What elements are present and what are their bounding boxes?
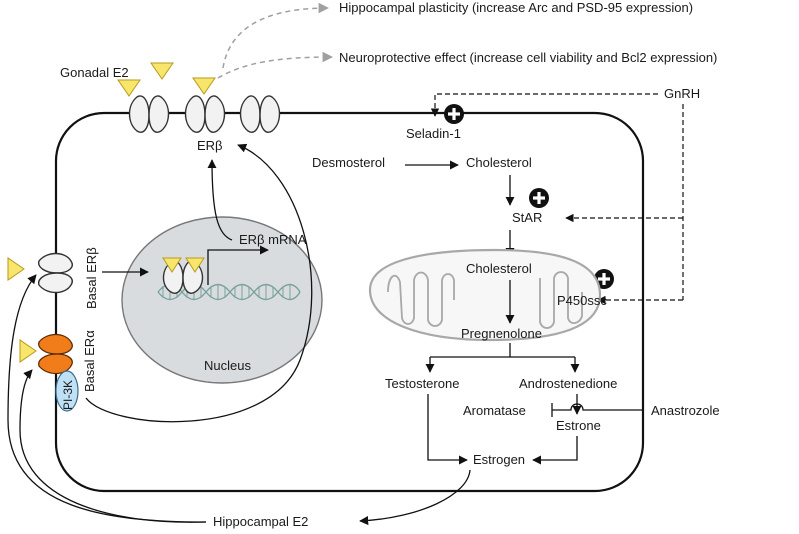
estrone-to-estrogen-arrow bbox=[532, 436, 578, 465]
hippocampal-e2-to-basal-eralpha-arrow bbox=[19, 369, 207, 523]
ligand-basal-eralpha bbox=[19, 339, 37, 363]
estrogen-label: Estrogen bbox=[473, 452, 525, 467]
desmosterol-label: Desmosterol bbox=[312, 155, 385, 170]
estrone-label: Estrone bbox=[556, 418, 601, 433]
nucleus-label: Nucleus bbox=[204, 358, 251, 373]
ligand-gonadal-1 bbox=[150, 62, 174, 80]
basal-eralpha-label: Basal ERα bbox=[82, 330, 97, 392]
pregnenolone-branch bbox=[430, 343, 575, 358]
ligand-nuclear-2 bbox=[185, 257, 205, 273]
transcription-arrow bbox=[207, 245, 269, 285]
plus-icon-seladin bbox=[444, 104, 464, 124]
pi3k-label: PI-3K bbox=[61, 380, 75, 410]
basal-erbeta-label: Basal ERβ bbox=[84, 247, 99, 309]
gnrh-label: GnRH bbox=[664, 86, 700, 101]
cholesterol-mito-label: Cholesterol bbox=[466, 261, 532, 276]
testosterone-to-estrogen-arrow bbox=[427, 394, 468, 465]
basal-eralpha-receptor bbox=[38, 333, 73, 375]
er-beta-label: ERβ bbox=[197, 138, 223, 153]
aromatase-label: Aromatase bbox=[463, 403, 526, 418]
membrane-receptor-pair-1 bbox=[128, 95, 170, 133]
neuroprotective-label: Neuroprotective effect (increase cell vi… bbox=[339, 50, 717, 65]
anastrozole-label: Anastrozole bbox=[651, 403, 720, 418]
p450scc-label: P450ssc bbox=[557, 293, 607, 308]
hippocampal-e2-label: Hippocampal E2 bbox=[213, 514, 308, 529]
plus-icon-star bbox=[529, 188, 549, 208]
neuroprotective-dashed-arrow bbox=[217, 51, 334, 79]
ligand-bound-erbeta bbox=[192, 77, 216, 95]
mitochondrion-cristae bbox=[387, 271, 583, 329]
star-label: StAR bbox=[512, 210, 542, 225]
pregnenolone-label: Pregnenolone bbox=[461, 326, 542, 341]
cell-membrane bbox=[54, 111, 645, 493]
membrane-receptor-erbeta bbox=[184, 95, 226, 133]
androstenedione-label: Androstenedione bbox=[519, 376, 617, 391]
seladin-label: Seladin-1 bbox=[406, 126, 461, 141]
gnrh-to-seladin-dashed bbox=[430, 93, 658, 117]
ligand-basal-erbeta bbox=[7, 257, 25, 281]
plasticity-dashed-arrow bbox=[222, 2, 330, 69]
ligand-nuclear-1 bbox=[162, 257, 182, 273]
aromatase-inhibition-line bbox=[551, 403, 644, 417]
nuclear-receptor-erbeta bbox=[162, 260, 204, 294]
hippocampal-plasticity-label: Hippocampal plasticity (increase Arc and… bbox=[339, 0, 693, 15]
cholesterol-top-label: Cholesterol bbox=[466, 155, 532, 170]
ligand-gonadal-2 bbox=[117, 79, 141, 97]
membrane-receptor-pair-3 bbox=[239, 95, 281, 133]
estrogen-to-hippocampal-e2-arrow bbox=[359, 469, 471, 526]
er-beta-mrna-label: ERβ mRNA bbox=[239, 232, 307, 247]
pi3k-to-erbeta-arrow bbox=[85, 143, 313, 423]
pi3k-oval bbox=[55, 370, 79, 412]
gonadal-e2-label: Gonadal E2 bbox=[60, 65, 129, 80]
testosterone-label: Testosterone bbox=[385, 376, 459, 391]
mrna-to-membrane-erbeta-arrow bbox=[207, 159, 233, 241]
basal-erbeta-receptor bbox=[38, 252, 73, 294]
